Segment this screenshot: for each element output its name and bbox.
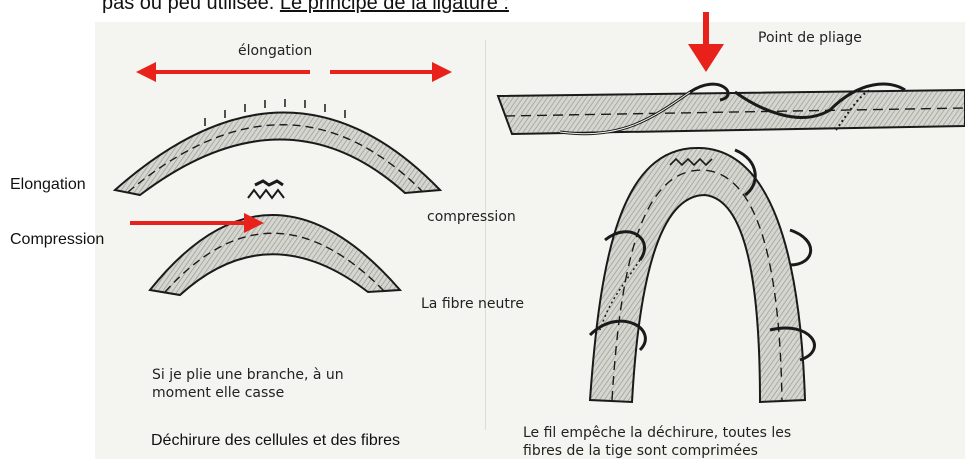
broken-branch [150,181,400,295]
caption-left-line-1: Si je plie une branche, à un [152,366,344,384]
fold-point-arrow [688,12,724,72]
label-elongation-top: élongation [238,43,312,59]
caption-right-line-1: Le fil empêche la déchirure, toutes les [523,424,791,442]
label-compression-side: Compression [10,231,104,249]
label-fold-point: Point de pliage [758,30,862,46]
label-neutral-fiber: La fibre neutre [421,296,524,312]
caption-left-line-2: moment elle casse [152,384,344,402]
bent-branch-with-wire [590,148,814,402]
label-elongation-side: Elongation [10,176,86,194]
left-arrow [136,62,310,82]
caption-right: Le fil empêche la déchirure, toutes les … [523,424,791,460]
elongation-arrows [136,62,452,82]
caption-tear: Déchirure des cellules et des fibres [151,432,400,450]
right-arrow [330,62,452,82]
caption-left: Si je plie une branche, à un moment elle… [152,366,344,402]
straight-branch-with-wire [498,84,965,134]
label-compression-center: compression [427,209,516,225]
caption-right-line-2: fibres de la tige sont comprimées [523,442,791,460]
